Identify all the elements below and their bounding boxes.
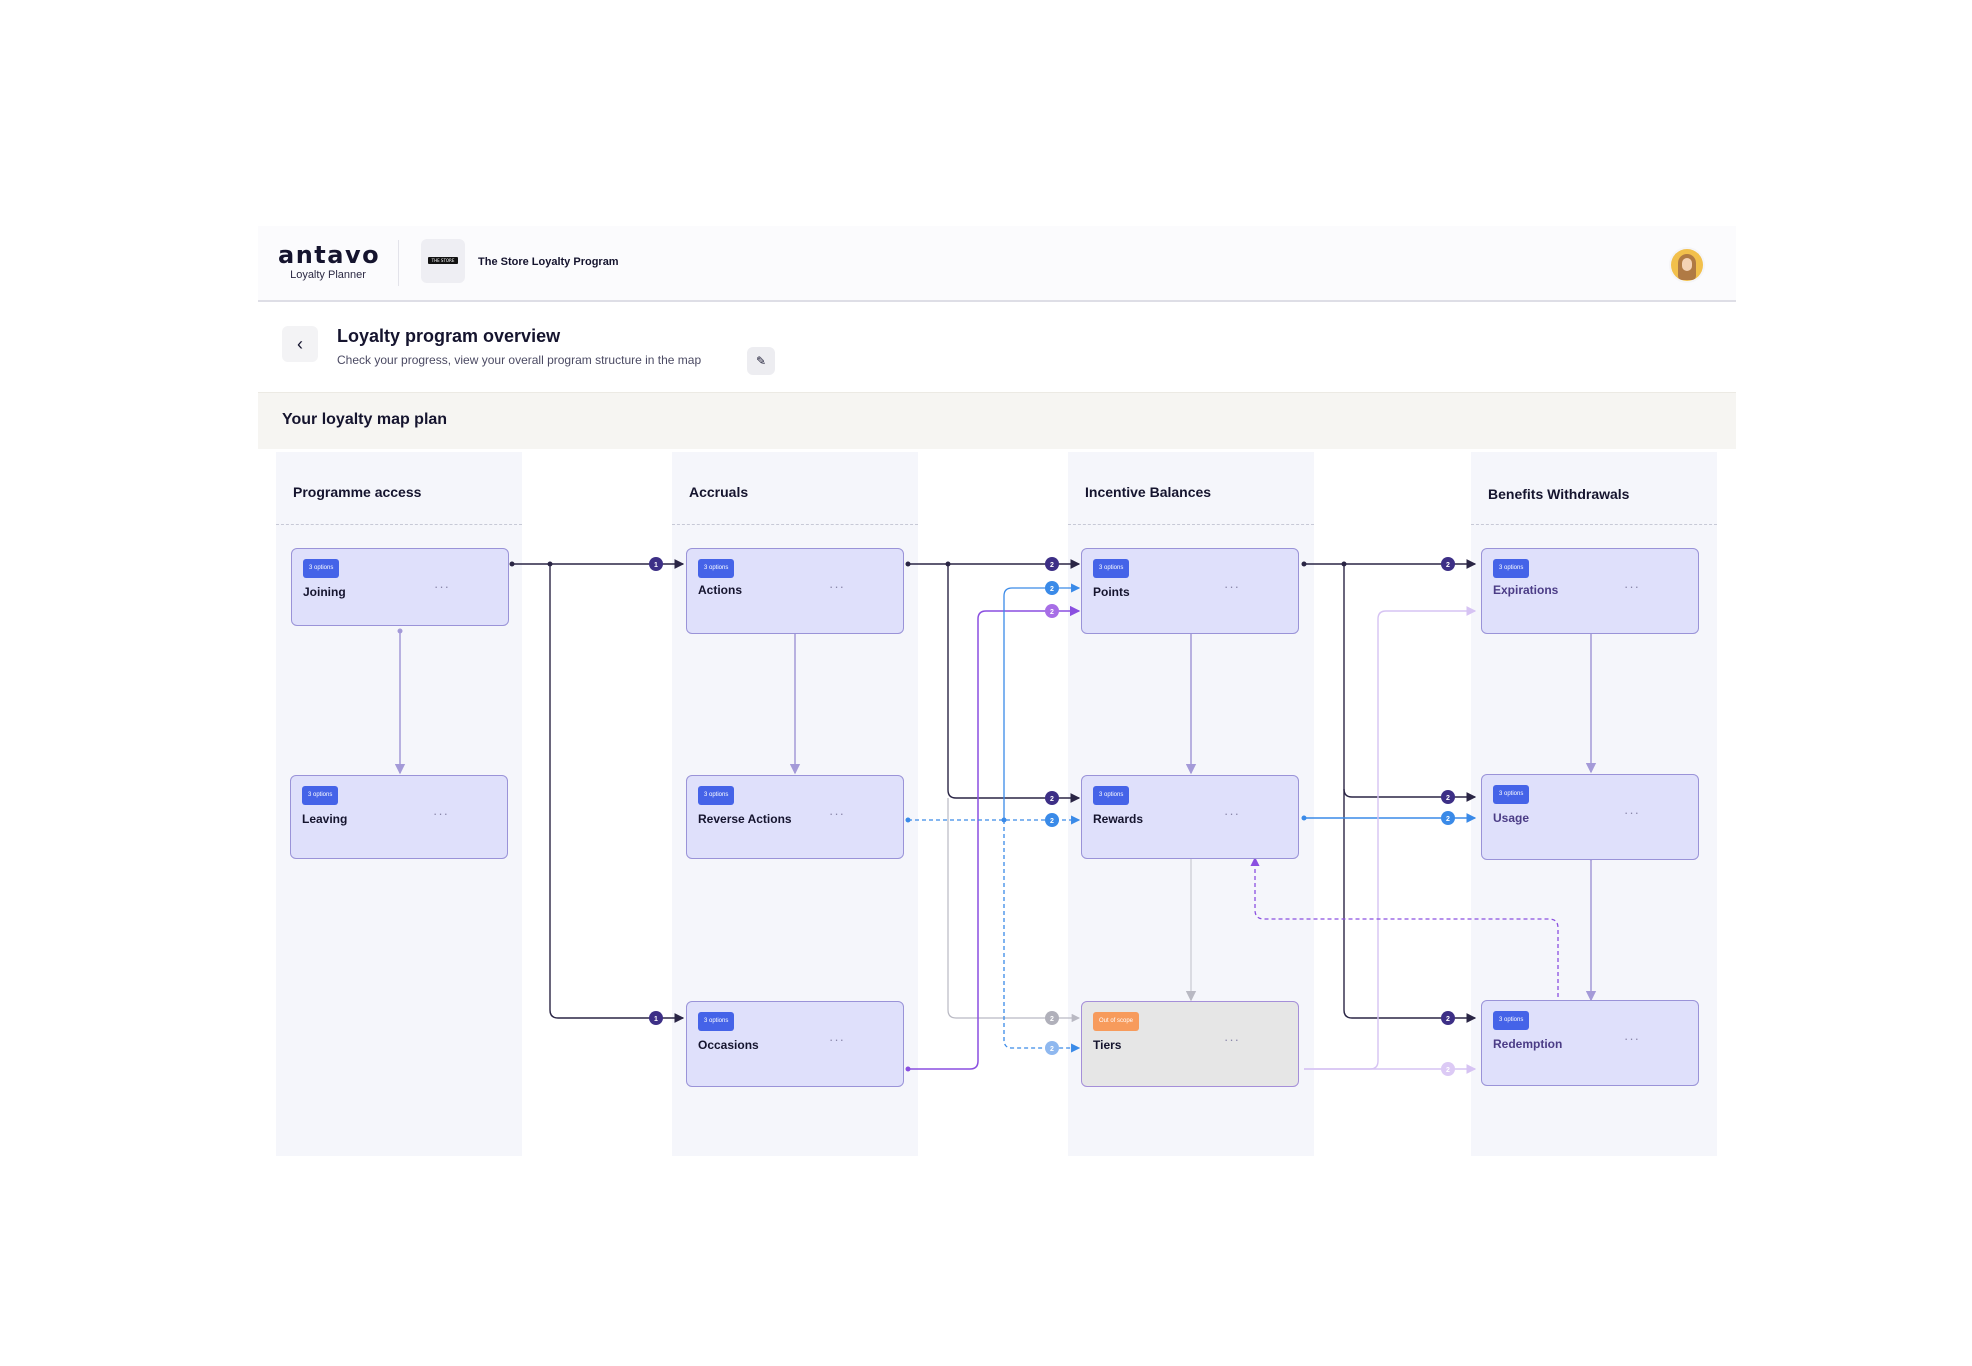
- top-bar: antavo Loyalty Planner THE STORE The Sto…: [258, 226, 1736, 302]
- card-reverse-actions[interactable]: 3 options Reverse Actions ···: [686, 775, 904, 859]
- column-header: Benefits Withdrawals: [1471, 452, 1717, 525]
- count-to-rewards-dark: 2: [1050, 796, 1054, 803]
- link-reverse-points: [1003, 583, 1081, 820]
- link-reverse-tiers: [1003, 820, 1081, 1053]
- count-to-tiers-gray: 2: [1050, 1016, 1054, 1023]
- header-divider: [398, 240, 399, 286]
- column-header: Programme access: [276, 452, 522, 525]
- card-title: Redemption: [1493, 1037, 1563, 1051]
- connector-lines: 1 1 2 2 2 2 2 2 2 2 2 2 2 2: [394, 557, 1597, 1076]
- card-title: Points: [1093, 585, 1130, 599]
- ellipsis-icon[interactable]: ···: [1624, 805, 1640, 820]
- column-title: Incentive Balances: [1085, 484, 1212, 500]
- program-logo-text: THE STORE: [431, 258, 455, 263]
- page-subtitle: Check your progress, view your overall p…: [337, 353, 702, 367]
- options-badge: 3 options: [303, 559, 340, 578]
- link-joining-occasions: [549, 564, 685, 1023]
- link-points-redemption: [1343, 789, 1477, 1023]
- card-title: Usage: [1493, 811, 1530, 825]
- program-name[interactable]: The Store Loyalty Program: [478, 256, 619, 268]
- card-title: Joining: [303, 585, 346, 599]
- edit-button[interactable]: ✎: [747, 347, 775, 375]
- count-to-redemption: 2: [1446, 1016, 1450, 1023]
- count-to-usage-blue: 2: [1446, 816, 1450, 823]
- ellipsis-icon[interactable]: ···: [1224, 1032, 1240, 1047]
- ellipsis-icon[interactable]: ···: [1224, 579, 1240, 594]
- link-actions-tiers: [947, 798, 1081, 1023]
- count-to-points-dark: 2: [1050, 562, 1054, 569]
- plan-bar: Your loyalty map plan: [258, 392, 1736, 449]
- column-title: Accruals: [689, 484, 749, 500]
- link-points-usage: [1343, 564, 1477, 802]
- card-leaving[interactable]: 3 options Leaving ···: [290, 775, 508, 859]
- link-actions-rewards: [947, 564, 1081, 803]
- program-logo: THE STORE: [421, 239, 465, 283]
- ellipsis-icon[interactable]: ···: [434, 579, 450, 594]
- link-occasions-points: [908, 605, 1081, 1070]
- loyalty-planner-app: antavo Loyalty Planner THE STORE The Sto…: [258, 226, 1736, 1156]
- options-badge: 3 options: [1493, 785, 1530, 804]
- count-to-points-blue: 2: [1050, 586, 1054, 593]
- ellipsis-icon[interactable]: ···: [433, 806, 449, 821]
- chevron-left-icon: ‹: [297, 334, 303, 354]
- column-header: Incentive Balances: [1068, 452, 1314, 525]
- count-to-points-purple: 2: [1050, 609, 1054, 616]
- ellipsis-icon[interactable]: ···: [1624, 579, 1640, 594]
- count-to-tiers-blue: 2: [1050, 1046, 1054, 1053]
- column-header: Accruals: [672, 452, 918, 525]
- count-to-usage-dark: 2: [1446, 795, 1450, 802]
- card-rewards[interactable]: 3 options Rewards ···: [1081, 775, 1299, 859]
- ellipsis-icon[interactable]: ···: [1224, 806, 1240, 821]
- card-title: Actions: [698, 583, 743, 597]
- count-to-redemption-light: 2: [1446, 1067, 1450, 1074]
- card-title: Leaving: [302, 812, 348, 826]
- card-title: Reverse Actions: [698, 812, 792, 826]
- card-tiers[interactable]: Out of scope Tiers ···: [1081, 1001, 1299, 1087]
- options-badge: 3 options: [698, 1012, 735, 1031]
- out-of-scope-badge: Out of scope: [1093, 1012, 1140, 1031]
- pencil-icon: ✎: [755, 354, 767, 368]
- card-usage[interactable]: 3 options Usage ···: [1481, 774, 1699, 860]
- back-button[interactable]: ‹: [282, 326, 318, 362]
- brand-subtitle: Loyalty Planner: [290, 269, 366, 281]
- options-badge: 3 options: [1093, 559, 1130, 578]
- options-badge: 3 options: [302, 786, 339, 805]
- count-to-occasions: 1: [654, 1016, 658, 1023]
- options-badge: 3 options: [1493, 559, 1530, 578]
- count-to-rewards-blue: 2: [1050, 818, 1054, 825]
- card-points[interactable]: 3 options Points ···: [1081, 548, 1299, 634]
- options-badge: 3 options: [1093, 786, 1130, 805]
- column-title: Programme access: [293, 484, 422, 500]
- card-title: Expirations: [1493, 583, 1559, 597]
- user-avatar[interactable]: [1671, 249, 1703, 281]
- options-badge: 3 options: [1493, 1011, 1530, 1030]
- link-tiers-expirations: [1304, 606, 1477, 1070]
- card-actions[interactable]: 3 options Actions ···: [686, 548, 904, 634]
- count-to-expirations: 2: [1446, 562, 1450, 569]
- page-title: Loyalty program overview: [337, 326, 561, 346]
- count-to-actions: 1: [654, 562, 658, 569]
- ellipsis-icon[interactable]: ···: [829, 579, 845, 594]
- brand[interactable]: antavo Loyalty Planner: [278, 241, 381, 282]
- ellipsis-icon[interactable]: ···: [829, 1032, 845, 1047]
- card-title: Occasions: [698, 1038, 759, 1052]
- link-redemption-rewards: [1250, 856, 1559, 1011]
- ellipsis-icon[interactable]: ···: [1624, 1031, 1640, 1046]
- options-badge: 3 options: [698, 559, 735, 578]
- card-title: Tiers: [1093, 1038, 1122, 1052]
- card-title: Rewards: [1093, 812, 1144, 826]
- ellipsis-icon[interactable]: ···: [829, 806, 845, 821]
- plan-title: Your loyalty map plan: [282, 411, 448, 428]
- card-occasions[interactable]: 3 options Occasions ···: [686, 1001, 904, 1087]
- card-joining[interactable]: 3 options Joining ···: [291, 548, 509, 626]
- options-badge: 3 options: [698, 786, 735, 805]
- card-redemption[interactable]: 3 options Redemption ···: [1481, 1000, 1699, 1086]
- antavo-logo: antavo: [278, 241, 381, 269]
- card-expirations[interactable]: 3 options Expirations ···: [1481, 548, 1699, 634]
- column-title: Benefits Withdrawals: [1488, 486, 1630, 502]
